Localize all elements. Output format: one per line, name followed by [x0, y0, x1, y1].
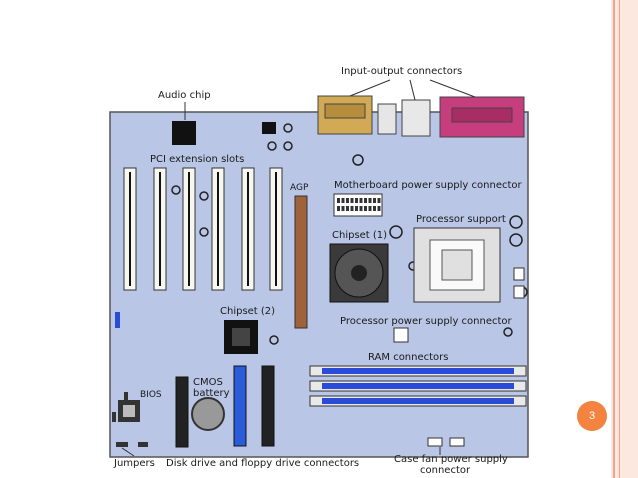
mb-power-pins: [337, 198, 381, 211]
processor-socket-core: [441, 249, 473, 281]
jumpers-callout: [121, 447, 135, 457]
mb-power-pin: [341, 198, 345, 203]
pci-slots: [123, 167, 283, 291]
floppy-connector: [261, 365, 275, 447]
ide-connector-1: [175, 376, 189, 448]
case-fan-connector-2: [449, 437, 465, 447]
chipset2-core: [232, 328, 250, 346]
mb-power-pin: [373, 198, 376, 203]
fan-header-right-1: [513, 267, 525, 281]
disk-floppy-label: Disk drive and floppy drive connectors: [166, 458, 360, 469]
jumpers-label: Jumpers: [114, 458, 155, 469]
mb-power-pin: [346, 198, 349, 203]
mb-power-pin: [364, 206, 367, 211]
cmos-label-2: battery: [193, 388, 230, 399]
mb-power-label: Motherboard power supply connector: [334, 180, 522, 191]
bios-label: BIOS: [140, 390, 162, 400]
mb-power-pin: [359, 198, 363, 203]
processor-power-connector: [393, 327, 409, 343]
bios-window: [123, 405, 135, 417]
io-connectors-label: Input-output connectors: [341, 66, 463, 77]
audio-chip-label: Audio chip: [158, 90, 211, 101]
case-fan-label-2: connector: [420, 465, 471, 476]
audio-chip: [172, 121, 196, 145]
io-connectors: [317, 95, 525, 138]
mb-power-pin: [337, 206, 340, 211]
chipset2-label: Chipset (2): [220, 306, 276, 317]
case-fan-connector-1: [427, 437, 443, 447]
pci-slots-label: PCI extension slots: [150, 154, 245, 165]
mb-power-pin: [359, 206, 363, 211]
ram-slot-contacts-1: [322, 368, 514, 374]
ram-slot-contacts-3: [322, 398, 514, 404]
bios-small-part: [124, 392, 128, 400]
right-border: [611, 0, 638, 478]
cmos-label-1: CMOS: [193, 377, 223, 388]
left-header: [115, 312, 120, 328]
mb-power-pin: [355, 198, 358, 203]
agp-slot: [294, 195, 308, 329]
ram-connectors: [309, 365, 527, 407]
io-callout-line: [349, 79, 391, 97]
chipset1-fan-center: [351, 265, 367, 281]
mb-power-pin: [377, 198, 381, 203]
mb-power-pin: [373, 206, 376, 211]
mb-power-pin: [350, 206, 354, 211]
mb-power-pin: [346, 206, 349, 211]
mb-power-pin: [341, 206, 345, 211]
processor-support-label: Processor support: [416, 214, 506, 225]
mb-power-pin: [364, 198, 367, 203]
jumper-3: [112, 412, 116, 422]
chipset1-label: Chipset (1): [332, 230, 388, 241]
agp-label: AGP: [290, 183, 309, 193]
mb-power-pin: [368, 198, 372, 203]
processor-power-label: Processor power supply connector: [340, 316, 512, 327]
ide-connector-2: [233, 365, 247, 447]
io-callout-line-2: [409, 79, 416, 101]
motherboard-diagram: [109, 79, 529, 458]
ram-slot-contacts-2: [322, 383, 514, 389]
fan-header-right-2: [513, 285, 525, 299]
mb-power-pin: [368, 206, 372, 211]
mb-power-pin: [355, 206, 358, 211]
ram-label: RAM connectors: [368, 352, 449, 363]
mb-power-connector: [333, 193, 383, 217]
mb-power-pin: [337, 198, 340, 203]
mb-power-pin: [350, 198, 354, 203]
mb-power-pin: [377, 206, 381, 211]
right-border-line-outer: [613, 0, 615, 478]
right-border-line-inner: [619, 0, 620, 478]
cmos-battery: [191, 397, 225, 431]
io-callout-line-3: [429, 79, 476, 98]
small-chip: [262, 122, 276, 134]
page-number-badge: 3: [577, 401, 607, 431]
case-fan-label-1: Case fan power supply: [394, 454, 508, 465]
jumper-1: [116, 442, 128, 447]
jumper-2: [138, 442, 148, 447]
